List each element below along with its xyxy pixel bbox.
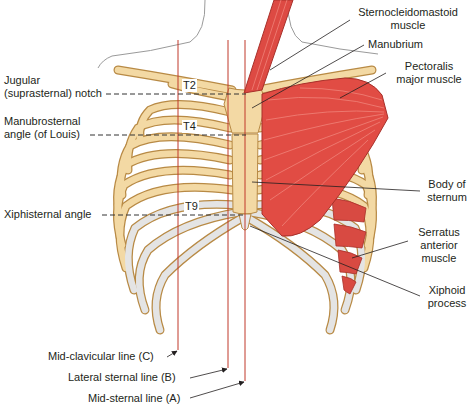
muscle-label: Sternocleidomastoid muscle (352, 6, 464, 32)
pointer-arrow (167, 351, 177, 357)
level-line (102, 215, 246, 216)
bone-label: Xiphoid process (424, 284, 470, 310)
muscle-slip (342, 276, 356, 294)
striation (282, 140, 368, 226)
leader-line (270, 20, 350, 70)
pectoralis-major (262, 78, 388, 236)
muscle-slip (332, 198, 366, 222)
shoulder-outline (98, 0, 205, 68)
muscle-label: Pectoralis major muscle (390, 60, 468, 86)
left-ribs (117, 70, 242, 330)
sternocleidomastoid (244, 0, 293, 93)
pointer-arrow (190, 382, 244, 398)
leader-line (352, 241, 408, 258)
landmark-label: Xiphisternal angle (4, 208, 91, 221)
leader-line (252, 182, 420, 191)
leader-lines (167, 20, 420, 398)
reference-line-label: Mid-clavicular line (C) (48, 350, 154, 363)
striation (300, 88, 382, 100)
muscle-label: Serratus anterior muscle (412, 226, 466, 265)
bone-label: Body of sternum (424, 178, 470, 204)
striation (264, 117, 383, 160)
leader-line (340, 73, 386, 98)
body-outline (98, 0, 378, 68)
striation (257, 0, 287, 90)
reference-line-label: Mid-sternal line (A) (88, 392, 180, 405)
vertebra-level: T2 (182, 79, 197, 92)
landmark-label: Manubrosternal angle (of Louis) (4, 115, 92, 141)
striation (270, 130, 375, 200)
vertebra-level: T9 (184, 200, 199, 213)
striation (268, 97, 384, 108)
muscle-striations (264, 88, 384, 226)
striation (266, 122, 380, 180)
muscle-slip (334, 224, 366, 248)
level-line (106, 94, 246, 95)
level-lines (90, 94, 246, 215)
mid-sternal-line (245, 40, 246, 381)
reference-line-label: Lateral sternal line (B) (68, 371, 176, 384)
bone-label: Manubrium (368, 38, 448, 51)
muscle-striations (252, 0, 287, 90)
reference-lines (178, 40, 245, 381)
mid-clavicular-line (178, 40, 179, 350)
level-line (90, 135, 246, 136)
pointer-arrow (190, 369, 227, 378)
serratus-anterior (332, 198, 366, 294)
striation (252, 0, 281, 90)
vertebra-level: T4 (182, 120, 197, 133)
leader-line (250, 226, 420, 296)
striation (266, 111, 384, 120)
landmark-label: Jugular (suprasternal) notch (4, 74, 108, 100)
leader-line (252, 45, 364, 108)
lateral-sternal-line (228, 40, 229, 368)
